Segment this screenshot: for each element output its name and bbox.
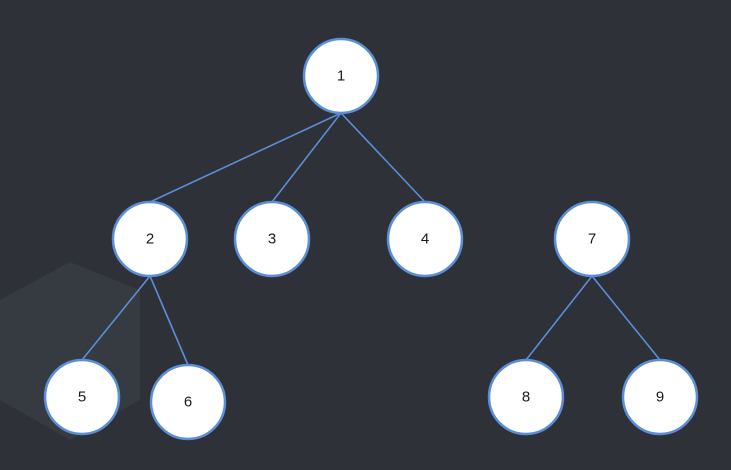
node-label-6: 6 bbox=[184, 394, 192, 411]
edge-2-6 bbox=[149, 275, 189, 366]
edge-2-5 bbox=[81, 275, 151, 361]
node-circle-6 bbox=[149, 363, 227, 441]
node-circle-8 bbox=[487, 358, 565, 436]
node-circle-7 bbox=[553, 200, 631, 278]
node-label-2: 2 bbox=[146, 231, 154, 248]
node-5: 5 bbox=[43, 358, 121, 436]
node-label-5: 5 bbox=[78, 389, 86, 406]
node-1: 1 bbox=[302, 37, 380, 115]
node-circle-4 bbox=[386, 200, 464, 278]
node-2: 2 bbox=[111, 200, 189, 278]
edge-1-3 bbox=[271, 112, 342, 203]
node-4: 4 bbox=[386, 200, 464, 278]
node-label-1: 1 bbox=[337, 68, 345, 85]
edge-1-4 bbox=[340, 112, 426, 203]
node-6: 6 bbox=[149, 363, 227, 441]
node-7: 7 bbox=[553, 200, 631, 278]
node-circle-2 bbox=[111, 200, 189, 278]
node-label-9: 9 bbox=[656, 389, 664, 406]
edge-7-9 bbox=[591, 275, 661, 361]
node-circle-3 bbox=[233, 200, 311, 278]
node-9: 9 bbox=[621, 358, 699, 436]
node-label-8: 8 bbox=[522, 389, 530, 406]
node-label-4: 4 bbox=[421, 231, 429, 248]
node-label-7: 7 bbox=[588, 231, 596, 248]
node-circle-1 bbox=[302, 37, 380, 115]
node-circle-5 bbox=[43, 358, 121, 436]
node-3: 3 bbox=[233, 200, 311, 278]
node-label-3: 3 bbox=[268, 231, 276, 248]
node-8: 8 bbox=[487, 358, 565, 436]
edge-1-2 bbox=[149, 112, 342, 203]
edge-7-8 bbox=[525, 275, 593, 361]
edge-layer bbox=[81, 112, 661, 366]
node-layer: 1 2 3 4 5 6 7 8 9 bbox=[43, 37, 699, 441]
node-circle-9 bbox=[621, 358, 699, 436]
